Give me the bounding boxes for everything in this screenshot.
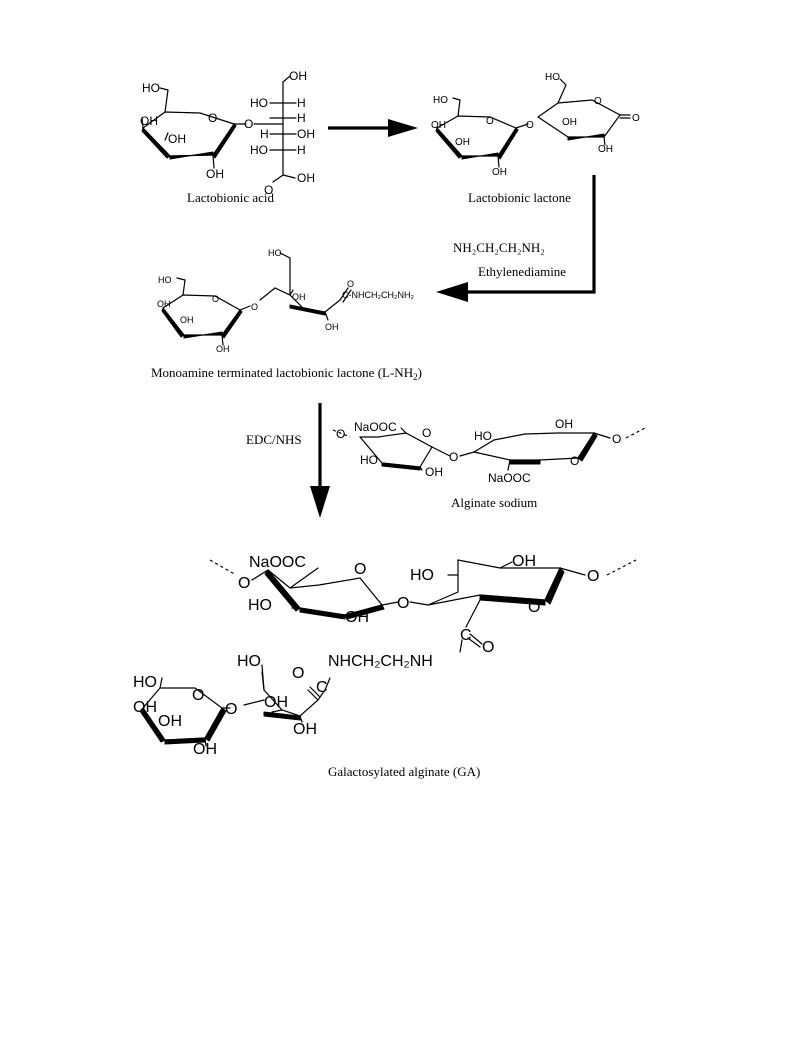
group-o-ring: O	[594, 96, 602, 107]
lactobionic-acid-structure: HO O OH OH OH O OH HO H H H OH HO H O OH	[140, 69, 315, 197]
group-oh: OH	[264, 694, 288, 711]
group-ho: HO	[268, 248, 282, 258]
group-ho: HO	[474, 429, 492, 443]
group-ho: HO	[248, 597, 272, 614]
group-c: C	[316, 679, 328, 696]
group-h: H	[297, 143, 306, 157]
group-o-ring: O	[354, 561, 366, 578]
caption-monoamine-text: Monoamine terminated lactobionic lactone…	[151, 365, 413, 380]
group-oh: OH	[425, 465, 443, 479]
group-oh: OH	[431, 120, 446, 131]
group-ho: HO	[237, 653, 261, 670]
reagent-ethylenediamine-formula: NH₂CH₂CH₂NH₂	[453, 240, 545, 255]
caption-monoamine-subscript: 2	[413, 372, 418, 382]
group-o-dash: O	[612, 432, 621, 446]
arrow-2	[436, 175, 596, 302]
group-oh: OH	[193, 741, 217, 758]
group-oh: OH	[293, 721, 317, 738]
group-oh: OH	[216, 344, 230, 354]
group-oh: OH	[133, 699, 157, 716]
group-h: H	[297, 96, 306, 110]
group-o-carbonyl: O	[292, 665, 304, 682]
group-o-dash: O	[238, 575, 250, 592]
group-o-carbonyl: O	[347, 279, 354, 289]
group-ho: HO	[250, 143, 268, 157]
group-naooc: NaOOC	[354, 420, 397, 434]
group-naooc: NaOOC	[488, 471, 531, 485]
group-o-ring: O	[528, 599, 540, 616]
group-oh: OH	[168, 132, 186, 146]
group-oh: OH	[512, 553, 536, 570]
group-naooc: NaOOC	[249, 554, 306, 571]
group-o-ring: O	[192, 687, 204, 704]
monoamine-lactone-structure: HO O OH OH OH O HO OH OH O C-NHCH₂CH₂NH₂	[157, 248, 414, 354]
caption-monoamine: Monoamine terminated lactobionic lactone…	[151, 365, 422, 382]
caption-galactosylated-alginate: Galactosylated alginate (GA)	[328, 764, 480, 779]
group-oh: OH	[555, 417, 573, 431]
group-h: H	[260, 127, 269, 141]
reagent-edc-nhs: EDC/NHS	[246, 432, 302, 447]
group-oh: OH	[598, 144, 613, 155]
group-oh: OH	[180, 315, 194, 325]
group-o: O	[264, 183, 273, 197]
group-oh: OH	[455, 137, 470, 148]
group-o-ring: O	[486, 116, 494, 127]
group-ho: HO	[360, 453, 378, 467]
group-o-carbonyl: O	[482, 639, 494, 656]
alginate-sodium-structure: O NaOOC O HO OH O HO OH O O NaOOC	[332, 417, 646, 485]
group-o-link: O	[225, 701, 237, 718]
lactobionic-lactone-structure: HO O OH OH OH O HO O O OH OH	[431, 72, 640, 178]
group-oh: OH	[157, 299, 171, 309]
group-c-carbonyl: C	[460, 627, 472, 644]
galactosylated-alginate-structure: O NaOOC O HO OH O HO OH O O C O NHCH₂CH₂…	[133, 553, 637, 758]
arrow-3	[310, 403, 330, 518]
caption-lactobionic-lactone: Lactobionic lactone	[468, 190, 571, 205]
group-o-carbonyl: O	[632, 113, 640, 124]
group-oh: OH	[562, 117, 577, 128]
group-o-ring: O	[422, 426, 431, 440]
group-o-dash: O	[336, 427, 345, 441]
group-ho: HO	[133, 674, 157, 691]
group-ho: HO	[433, 95, 448, 106]
group-ho: HO	[410, 567, 434, 584]
caption-lactobionic-acid: Lactobionic acid	[187, 190, 274, 205]
caption-monoamine-suffix: )	[418, 365, 422, 380]
group-oh: OH	[158, 713, 182, 730]
group-oh: OH	[325, 322, 339, 332]
group-oh: OH	[345, 609, 369, 626]
group-ho: HO	[545, 72, 560, 83]
group-amide-tail: C-NHCH₂CH₂NH₂	[342, 290, 414, 300]
group-o-ring: O	[212, 294, 219, 304]
group-oh: OH	[297, 127, 315, 141]
group-ho: HO	[158, 275, 172, 285]
group-o-link: O	[449, 450, 458, 464]
group-ho: HO	[142, 81, 160, 95]
group-amide-link: NHCH₂CH₂NH	[328, 653, 433, 670]
group-h: H	[297, 111, 306, 125]
group-oh: OH	[292, 292, 306, 302]
reagent-ethylenediamine-name: Ethylenediamine	[478, 264, 566, 279]
group-o-ring: O	[208, 111, 217, 125]
group-o-ring: O	[570, 454, 579, 468]
arrow-1	[328, 119, 418, 137]
group-o-link: O	[526, 120, 534, 131]
group-oh: OH	[289, 69, 307, 83]
group-oh: OH	[140, 114, 158, 128]
group-oh: OH	[206, 167, 224, 181]
group-o-link: O	[397, 595, 409, 612]
group-oh: OH	[297, 171, 315, 185]
group-o-link: O	[251, 302, 258, 312]
group-oh: OH	[492, 167, 507, 178]
group-o-link: O	[244, 117, 253, 131]
caption-alginate-sodium: Alginate sodium	[451, 495, 537, 510]
group-o-dash: O	[587, 568, 599, 585]
group-ho: HO	[250, 96, 268, 110]
